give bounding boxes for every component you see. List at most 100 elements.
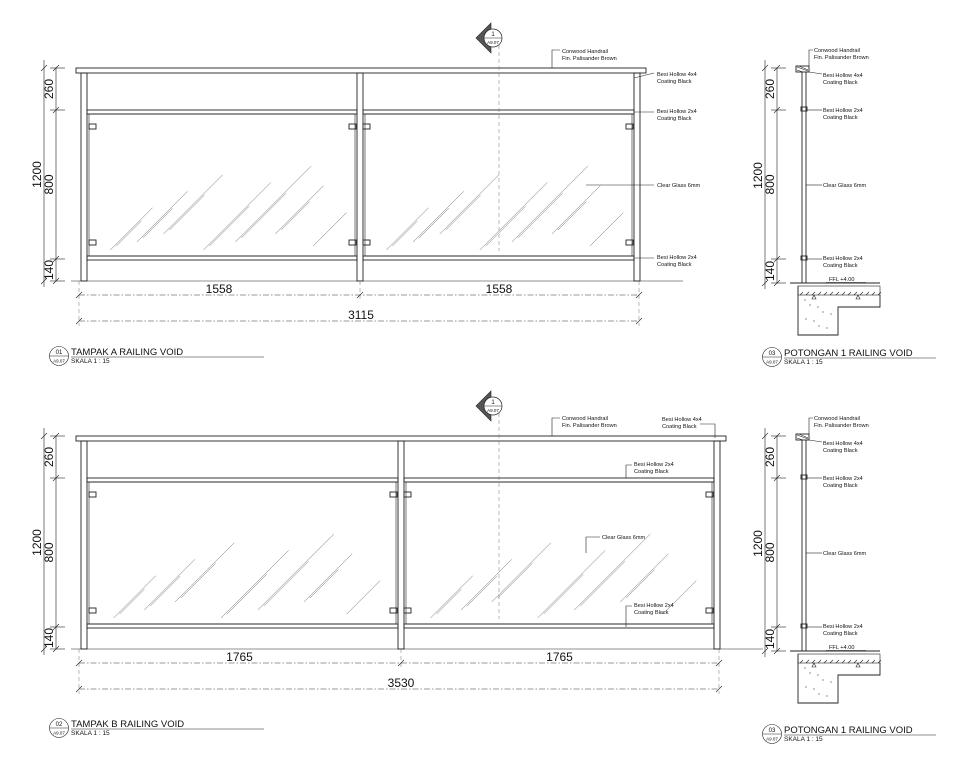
a-glass-hatch bbox=[142, 208, 173, 239]
a-glass-hatch bbox=[163, 174, 223, 235]
b-glass-hatch bbox=[180, 563, 216, 599]
a-note-top-rail-line: Coating Black bbox=[657, 116, 692, 122]
b-note-top-rail-line: Besi Hollow 2x4 bbox=[634, 462, 674, 468]
b-dim-tick bbox=[52, 623, 60, 631]
s2-slab-outline bbox=[797, 654, 881, 704]
a-glass-hatch bbox=[116, 220, 142, 247]
a-dim-top-label: 260 bbox=[42, 79, 56, 99]
s1-concrete-dot bbox=[818, 325, 820, 327]
s2-concrete-dot bbox=[817, 674, 819, 676]
s2-dim-height-label: 1200 bbox=[751, 530, 765, 557]
s1-note-post-line: Coating Black bbox=[823, 80, 858, 86]
a-note-glass-line: Clear Glass 6mm bbox=[657, 183, 701, 189]
a-post bbox=[356, 72, 364, 282]
b-glass-hatch bbox=[257, 533, 335, 611]
dimension-tick bbox=[75, 317, 83, 325]
b-leader-glass bbox=[585, 536, 600, 553]
s1-concrete-dot bbox=[817, 306, 819, 308]
a-post bbox=[80, 72, 88, 282]
a-note-handrail-line: Fin. Palisander Brown bbox=[562, 56, 617, 62]
s1-note-top-rail-line: Besi Hollow 2x4 bbox=[823, 108, 863, 114]
s1-finish-hatch bbox=[817, 291, 822, 296]
s1-concrete-dot bbox=[830, 313, 832, 315]
b-top-rail bbox=[86, 477, 399, 483]
b-glass-hatch bbox=[303, 553, 353, 603]
s2-drawing-number: 03 bbox=[769, 728, 776, 734]
a-dim-height-label: 1200 bbox=[30, 161, 44, 188]
a-post bbox=[633, 72, 641, 282]
s1-dim-tick bbox=[773, 106, 781, 114]
s1-dim-tick bbox=[773, 64, 781, 72]
s1-finish-hatch bbox=[871, 291, 876, 296]
dimension-tick bbox=[715, 685, 723, 693]
b-glass-hatch bbox=[543, 574, 584, 615]
s2-dim-mid-label: 800 bbox=[763, 542, 777, 562]
a-handrail bbox=[75, 67, 647, 74]
a-sheet-number: A9.07 bbox=[53, 359, 65, 364]
b-glass-hatch bbox=[574, 533, 651, 611]
b-glass-hatch bbox=[144, 559, 196, 611]
s1-note-glass-line: Clear Glass 6mm bbox=[823, 183, 867, 189]
a-note-post-line: Besi Hollow 4x4 bbox=[657, 72, 697, 78]
s2-concrete-dot bbox=[813, 688, 815, 690]
a-glass-clamp bbox=[362, 123, 371, 130]
b-note-top-rail-line: Coating Black bbox=[634, 469, 669, 475]
s2-bottom-rail-section bbox=[800, 623, 808, 629]
a-glass-panel bbox=[88, 113, 356, 257]
s1-note-top-rail-line: Coating Black bbox=[823, 115, 858, 121]
a-glass-hatch bbox=[589, 212, 624, 247]
s2-concrete-dot bbox=[818, 693, 820, 695]
b-note-bottom-rail-line: Besi Hollow 2x4 bbox=[634, 603, 674, 609]
a-glass-clamp bbox=[362, 239, 371, 246]
s2-concrete-mark bbox=[811, 662, 817, 668]
s2-finish-hatch bbox=[865, 659, 870, 664]
dimension-tick bbox=[635, 317, 643, 325]
b-dim-tick bbox=[40, 645, 48, 653]
s2-concrete-dot bbox=[822, 679, 824, 681]
b-glass-clamp bbox=[389, 491, 398, 498]
s1-drawing-scale: SKALA 1 : 15 bbox=[784, 359, 823, 366]
s1-dim-height-label: 1200 bbox=[751, 162, 765, 189]
b-bottom-rail bbox=[86, 623, 399, 629]
dimension-tick bbox=[356, 291, 364, 299]
s2-dim-tick bbox=[773, 432, 781, 440]
s2-handrail-hatch bbox=[796, 433, 809, 441]
s1-concrete-dot bbox=[804, 299, 806, 301]
b-leader-post bbox=[700, 423, 716, 438]
s2-finish-hatch bbox=[811, 659, 816, 664]
a-glass-hatch bbox=[418, 208, 450, 239]
s2-note-bottom-rail-line: Coating Black bbox=[823, 631, 858, 637]
a-note-post-line: Coating Black bbox=[657, 79, 692, 85]
b-glass-clamp bbox=[403, 607, 412, 614]
s1-leader-handrail bbox=[808, 49, 813, 66]
s2-dim-tick bbox=[773, 647, 781, 655]
b-section-marker-number: 1 bbox=[491, 400, 495, 406]
b-glass-clamp bbox=[88, 491, 97, 498]
s2-finish-hatch bbox=[853, 659, 858, 664]
b-section-marker-sheet: A9.07 bbox=[487, 408, 499, 413]
a-section-marker-number: 1 bbox=[491, 32, 495, 38]
a-dim-right-label: 1558 bbox=[486, 282, 513, 296]
s2-finish-hatch bbox=[799, 659, 804, 664]
b-dim-left-label: 1765 bbox=[226, 650, 253, 664]
a-dim-tick bbox=[52, 106, 60, 114]
dimension-tick bbox=[715, 659, 723, 667]
s1-finish-hatch bbox=[805, 291, 810, 296]
a-glass-hatch bbox=[275, 185, 324, 235]
s2-note-glass-line: Clear Glass 6mm bbox=[823, 551, 867, 557]
s2-concrete-dot bbox=[809, 672, 811, 674]
b-note-glass-line: Clear Glass 6mm bbox=[602, 535, 646, 541]
a-glass-hatch bbox=[445, 195, 481, 231]
b-glass-hatch bbox=[430, 575, 473, 619]
s2-dim-tick bbox=[773, 474, 781, 482]
dimension-tick bbox=[397, 659, 405, 667]
s2-top-rail-section bbox=[800, 474, 808, 480]
a-dim-tick bbox=[52, 64, 60, 72]
a-glass-hatch bbox=[169, 195, 205, 231]
s2-note-post-line: Besi Hollow 4x4 bbox=[823, 441, 863, 447]
a-dim-tick bbox=[52, 277, 60, 285]
s2-drawing-title: POTONGAN 1 RAILING VOID bbox=[784, 725, 913, 736]
a-glass-clamp bbox=[348, 123, 357, 130]
